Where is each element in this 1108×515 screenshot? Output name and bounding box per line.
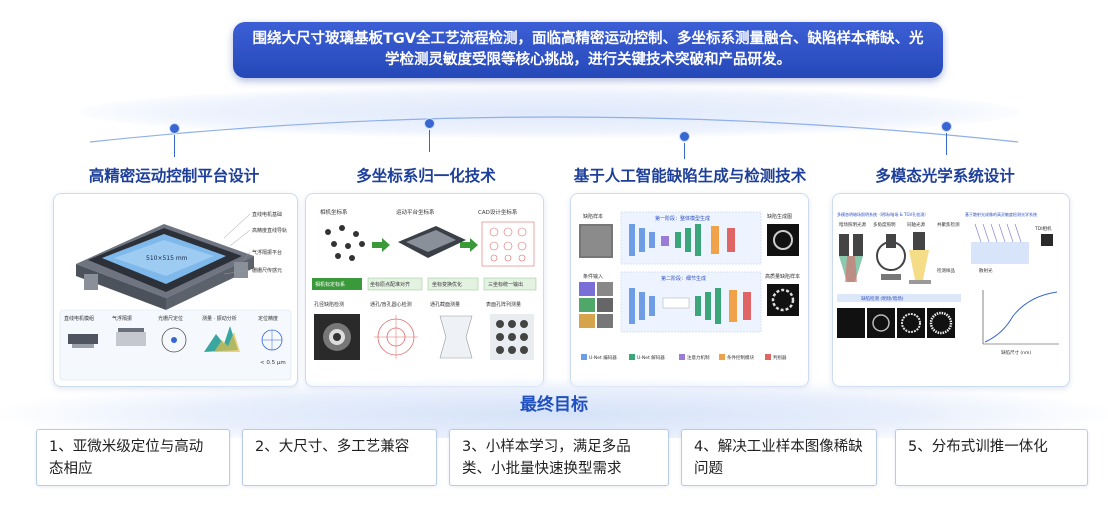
micro-images <box>837 308 955 338</box>
precision-label: < 0.5 μm <box>260 360 286 366</box>
label-encoder: 栅栅尺传感元 <box>252 267 282 274</box>
subpanel-grating: 光栅尺定位 <box>158 315 187 353</box>
top-glow <box>80 86 1020 138</box>
ai-output-1-label: 缺陷生成图 <box>767 213 792 220</box>
coord-camera-label: 相机坐标系 <box>320 208 348 216</box>
tdi-camera-label: TDI相机 <box>1034 225 1052 232</box>
coordinate-illustration: 相机坐标系 运动平台坐标系 CAD设计坐标系 相机标定标系 坐标原点配准对齐 坐… <box>312 208 537 360</box>
subpanel-vibration: 测量 · 振动分析 <box>202 315 240 352</box>
section-image <box>439 315 473 359</box>
subpanel-precision: 定位精度 < 0.5 μm <box>258 315 286 366</box>
inspect-label-4: 表面孔阵列测量 <box>486 301 521 308</box>
goal-card-2: 2、大尺寸、多工艺兼容 <box>242 429 437 486</box>
card-motion-platform: 510×515 mm 直线电机基础 高精度直线导轨 气浮隔振平台 栅栅尺传感元 … <box>53 193 298 387</box>
array-image <box>490 314 534 360</box>
node-dot-4 <box>941 121 952 132</box>
flow-step-1: 相机标定标系 <box>315 281 345 288</box>
motion-platform-illustration: 510×515 mm 直线电机基础 高精度直线导轨 气浮隔振平台 栅栅尺传感元 … <box>59 211 292 381</box>
ai-output-2-label: 高质量缺陷样本 <box>765 273 800 280</box>
scatter-label: 散射光 <box>979 267 993 274</box>
svg-text:气浮隔振: 气浮隔振 <box>112 315 132 322</box>
ai-network-illustration: 缺陷样本 第一阶段：整体模型生成 缺陷生成图 条件输入 <box>579 211 800 361</box>
optics-title-left: 多模态明暗场照明系统（明场/暗场 & TGV孔检测） <box>837 211 928 217</box>
optics-bottom-label: 缺陷检测 (明场/暗场) <box>861 295 904 302</box>
node-dot-3 <box>679 131 690 142</box>
legend-item-4: 条件控制模块 <box>727 354 754 361</box>
unet-2 <box>629 288 751 324</box>
lamp-1 <box>839 234 863 282</box>
connector-arc <box>89 116 1019 143</box>
pillar-title-motion: 高精密运动控制平台设计 <box>88 167 260 185</box>
goal-card-4: 4、解决工业样本图像稀缺问题 <box>681 429 877 486</box>
flow-step-2: 坐标原点配准对齐 <box>370 281 410 288</box>
bottom-glow <box>0 378 1108 438</box>
node-line-2 <box>429 130 430 152</box>
svg-text:测量 · 振动分析: 测量 · 振动分析 <box>202 315 237 322</box>
optics-label-4: 共聚焦检测 <box>937 221 960 228</box>
optics-title-right: 基于散射光成像的高灵敏度检测光学系统 <box>965 211 1037 217</box>
ai-input-2-label: 条件输入 <box>583 273 603 280</box>
banner-text: 围绕大尺寸玻璃基板TGV全工艺流程检测，面临高精密运动控制、多坐标系测量融合、缺… <box>252 31 924 68</box>
lamp-2 <box>876 234 906 280</box>
legend-item-3: 注意力机制 <box>687 354 710 361</box>
svg-text:直线电机模组: 直线电机模组 <box>64 315 94 322</box>
label-linear-motor: 直线电机基础 <box>252 211 282 218</box>
subpanel-air: 气浮隔振 <box>112 315 146 346</box>
optics-label-2: 多角度照明 <box>873 221 896 228</box>
pillar-title-coordinate: 多坐标系归一化技术 <box>356 167 496 185</box>
card-optics: 多模态明暗场照明系统（明场/暗场 & TGV孔检测） 基于散射光成像的高灵敏度检… <box>832 193 1070 387</box>
node-dot-1 <box>169 123 180 134</box>
legend-item-1: U-Net 编码器 <box>589 354 617 361</box>
sample-label: 检测样品 <box>937 267 955 274</box>
platform-size-label: 510×515 mm <box>146 255 188 262</box>
camera-grid <box>325 225 365 261</box>
coord-cad-label: CAD设计坐标系 <box>478 208 518 216</box>
inspect-label-1: 孔径缺陷检测 <box>314 301 344 308</box>
scatter-setup: 散射光 TDI相机 <box>971 223 1053 274</box>
input-2-tiles <box>579 282 613 328</box>
legend-item-5: 判别器 <box>773 354 787 361</box>
svg-text:光栅尺定位: 光栅尺定位 <box>158 315 183 322</box>
inspect-label-2: 通孔/盲孔圆心检测 <box>370 301 412 308</box>
flow-step-4: 三坐标统一输出 <box>488 281 523 288</box>
legend-item-2: U-Net 解码器 <box>637 354 665 361</box>
curve-axis-x: 缺陷尺寸 (nm) <box>1001 349 1031 356</box>
goal-card-5: 5、分布式训推一体化 <box>895 429 1088 486</box>
card-ai-defect: 缺陷样本 第一阶段：整体模型生成 缺陷生成图 条件输入 <box>570 193 809 387</box>
coord-stage-label: 运动平台坐标系 <box>396 208 435 216</box>
center-image <box>374 315 418 359</box>
optics-label-3: 同轴光源 <box>907 221 925 228</box>
goal-card-1: 1、亚微米级定位与高动态相应 <box>36 429 230 486</box>
inspect-label-3: 通孔截面测量 <box>430 301 460 308</box>
optics-label-1: 暗场照明光源 <box>839 221 866 228</box>
ai-stage-2-label: 第二阶段：细节生成 <box>661 275 706 282</box>
node-dot-2 <box>424 118 435 129</box>
hole-image <box>314 314 360 360</box>
node-line-3 <box>684 143 685 159</box>
label-guide-rail: 高精度直线导轨 <box>252 227 287 234</box>
header-banner: 围绕大尺寸玻璃基板TGV全工艺流程检测，面临高精密运动控制、多坐标系测量融合、缺… <box>233 22 943 78</box>
node-line-4 <box>946 133 947 155</box>
goal-title: 最终目标 <box>520 395 588 415</box>
goal-card-3: 3、小样本学习，满足多品类、小批量快速换型需求 <box>449 429 669 486</box>
subpanel-motor: 直线电机模组 <box>64 315 98 348</box>
optics-illustration: 多模态明暗场照明系统（明场/暗场 & TGV孔检测） 基于散射光成像的高灵敏度检… <box>837 211 1059 356</box>
node-line-1 <box>174 135 175 157</box>
unet-1 <box>629 224 735 256</box>
pillar-title-ai: 基于人工智能缺陷生成与检测技术 <box>573 167 807 185</box>
pillar-title-optics: 多模态光学系统设计 <box>875 167 1015 185</box>
ai-legend: U-Net 编码器 U-Net 解码器 注意力机制 条件控制模块 判别器 <box>581 354 787 361</box>
card-coordinate: 相机坐标系 运动平台坐标系 CAD设计坐标系 相机标定标系 坐标原点配准对齐 坐… <box>305 193 544 387</box>
label-air-isolation: 气浮隔振平台 <box>252 249 282 256</box>
ai-input-1-label: 缺陷样本 <box>583 213 603 220</box>
flow-step-3: 坐标变换优化 <box>432 281 462 288</box>
svg-text:定位精度: 定位精度 <box>258 315 278 322</box>
sensitivity-curve: 缺陷尺寸 (nm) <box>982 290 1059 356</box>
lamp-3 <box>909 232 931 284</box>
ai-stage-1-label: 第一阶段：整体模型生成 <box>655 215 710 222</box>
